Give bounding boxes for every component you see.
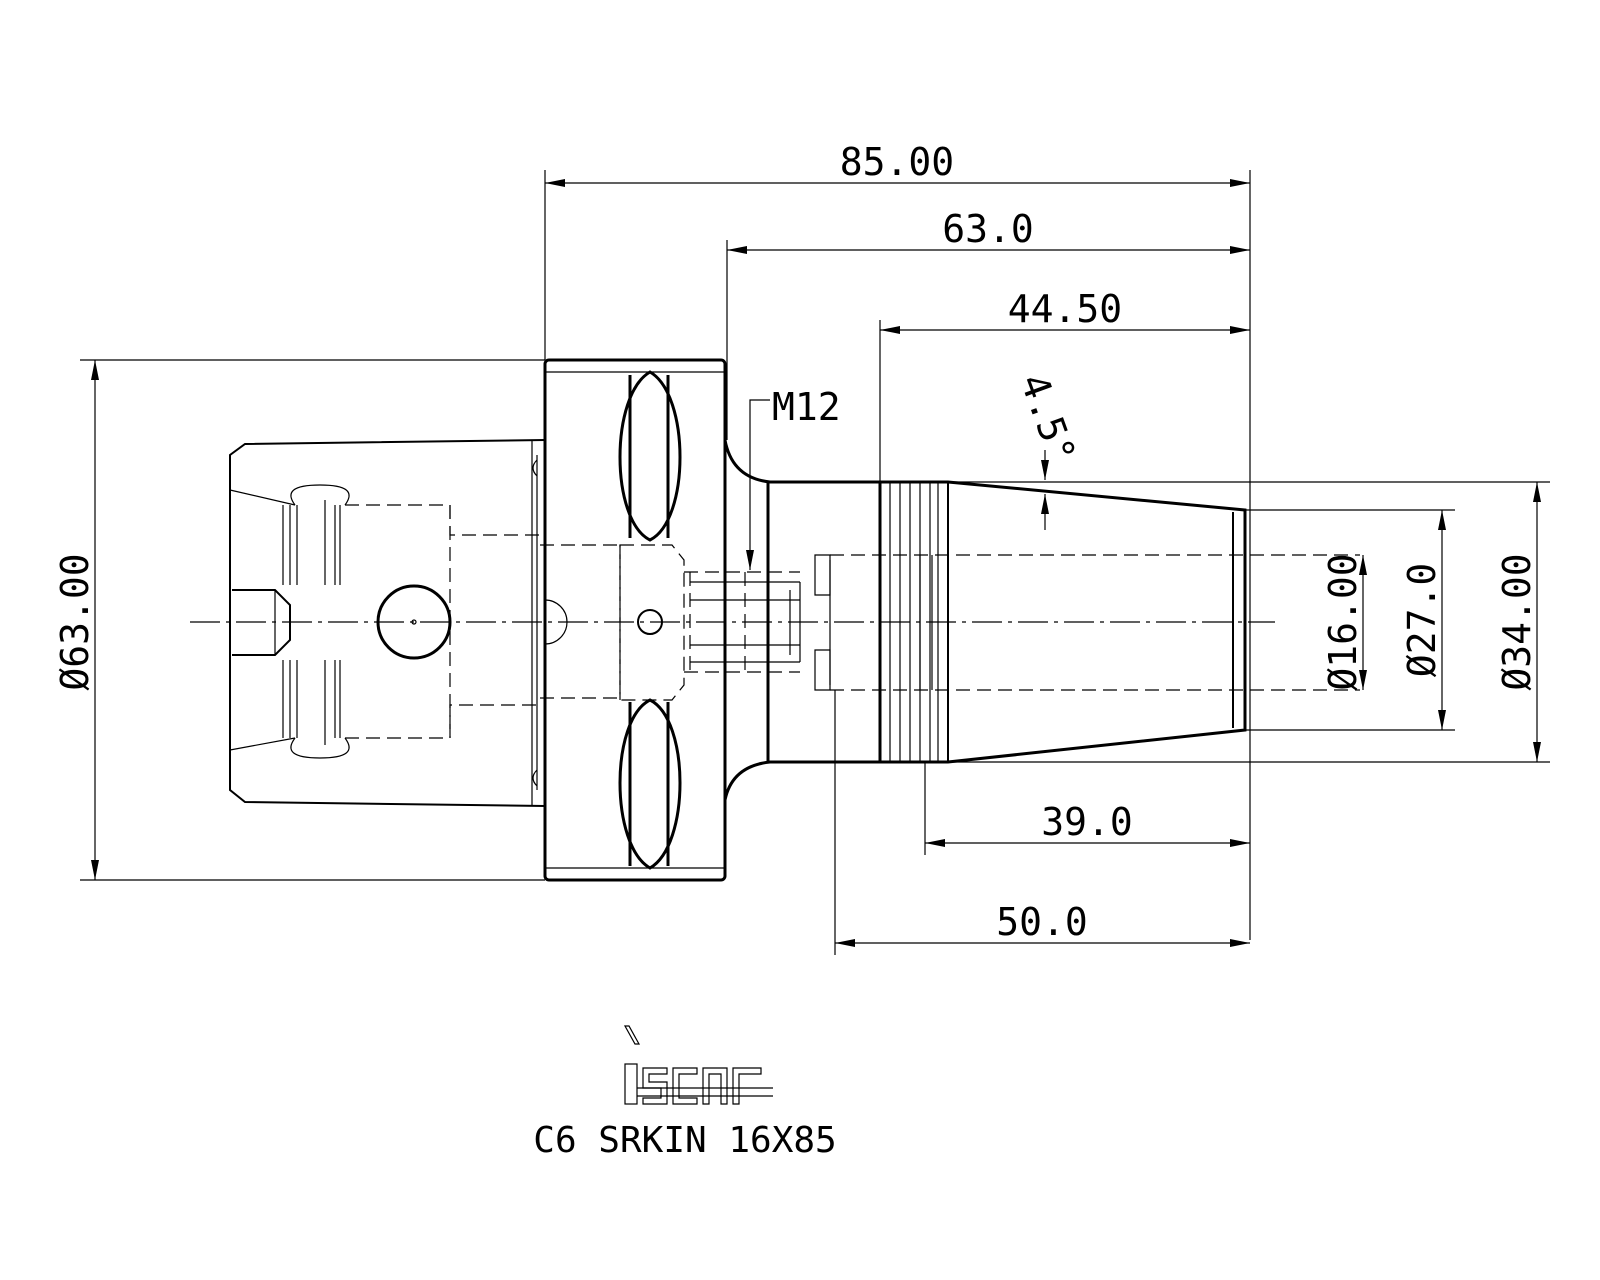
dim-thread: M12 xyxy=(746,385,841,570)
capto-coupling xyxy=(229,439,620,807)
dim-taper-length-label: 44.50 xyxy=(1008,287,1122,331)
dim-length-50-label: 50.0 xyxy=(996,900,1088,944)
dim-length-39: 39.0 xyxy=(924,762,1250,855)
shank xyxy=(684,439,880,801)
dim-bore-diameter: Ø16.00 xyxy=(1321,553,1367,691)
shrink-taper xyxy=(830,480,1360,764)
dim-bore-diameter-label: Ø16.00 xyxy=(1321,553,1365,690)
dim-tip-diameter-label: Ø27.0 xyxy=(1400,563,1444,677)
dim-overall-length-label: 85.00 xyxy=(840,140,954,184)
dim-taper-base-diameter: Ø34.00 xyxy=(948,482,1550,763)
dim-shank-length: 63.0 xyxy=(726,207,1250,440)
iscar-logo xyxy=(623,1025,773,1105)
dim-tip-diameter: Ø27.0 xyxy=(1245,509,1455,731)
dim-shank-length-label: 63.0 xyxy=(942,207,1034,251)
dim-length-50: 50.0 xyxy=(834,690,1250,955)
dim-taper-angle-label: 4.5° xyxy=(1012,368,1085,469)
dim-length-39-label: 39.0 xyxy=(1041,800,1133,844)
dim-flange-diameter: Ø63.00 xyxy=(53,359,545,881)
dim-taper-angle: 4.5° xyxy=(948,368,1550,530)
flange xyxy=(543,358,727,882)
dim-overall-length: 85.00 xyxy=(544,140,1251,940)
part-number-label: C6 SRKIN 16X85 xyxy=(533,1120,836,1161)
dim-thread-label: M12 xyxy=(772,385,841,429)
dim-taper-base-diameter-label: Ø34.00 xyxy=(1495,553,1539,690)
dim-flange-diameter-label: Ø63.00 xyxy=(53,553,97,690)
dim-taper-length: 44.50 xyxy=(879,287,1250,482)
